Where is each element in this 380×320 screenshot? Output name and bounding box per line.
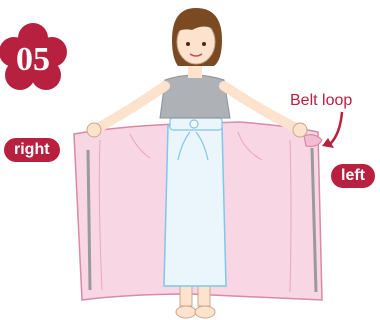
label-right: right [4,138,60,162]
arm-right [98,86,165,128]
callout-arrow-icon [328,112,342,146]
waist-knot-icon [190,120,198,128]
underskirt [164,126,226,286]
hand-left [293,123,307,137]
eye-right [202,42,206,46]
hand-right [87,123,101,137]
neck [188,64,202,78]
shirt [160,75,230,118]
belt-loop-icon [304,135,322,147]
step-number: 05 [0,40,66,80]
belt-loop-label: Belt loop [290,92,352,110]
tie-right-side [88,150,90,290]
eye-left [186,42,190,46]
label-left: left [331,164,375,188]
